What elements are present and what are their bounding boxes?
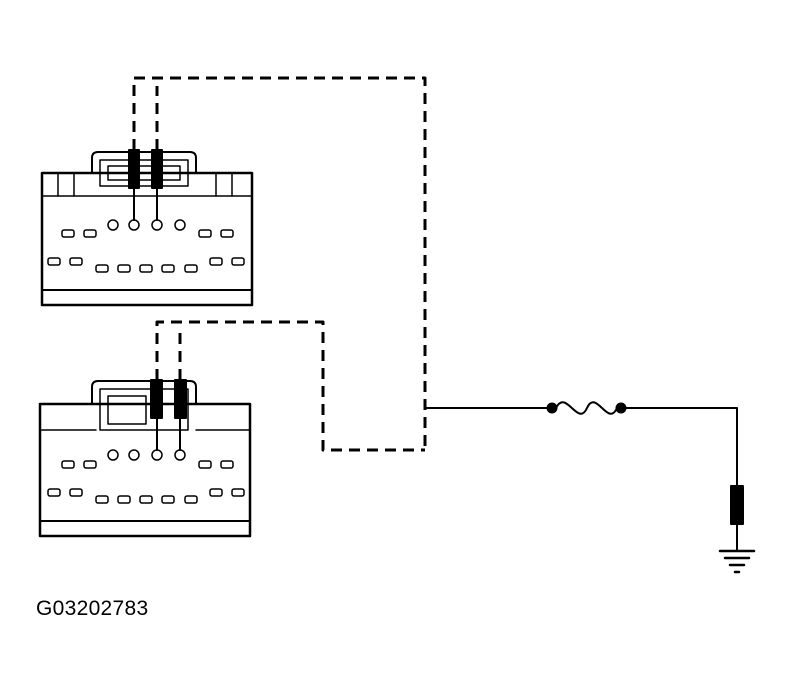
test-jumper-wire <box>132 76 427 452</box>
fused-ground-lead <box>424 407 738 489</box>
lower-connector <box>38 379 252 538</box>
upper-connector <box>40 149 254 307</box>
ground-probe <box>730 485 744 552</box>
figure-id-label: G03202783 <box>36 597 149 620</box>
ground-symbol <box>718 549 756 574</box>
fuse-symbol <box>546 401 627 415</box>
